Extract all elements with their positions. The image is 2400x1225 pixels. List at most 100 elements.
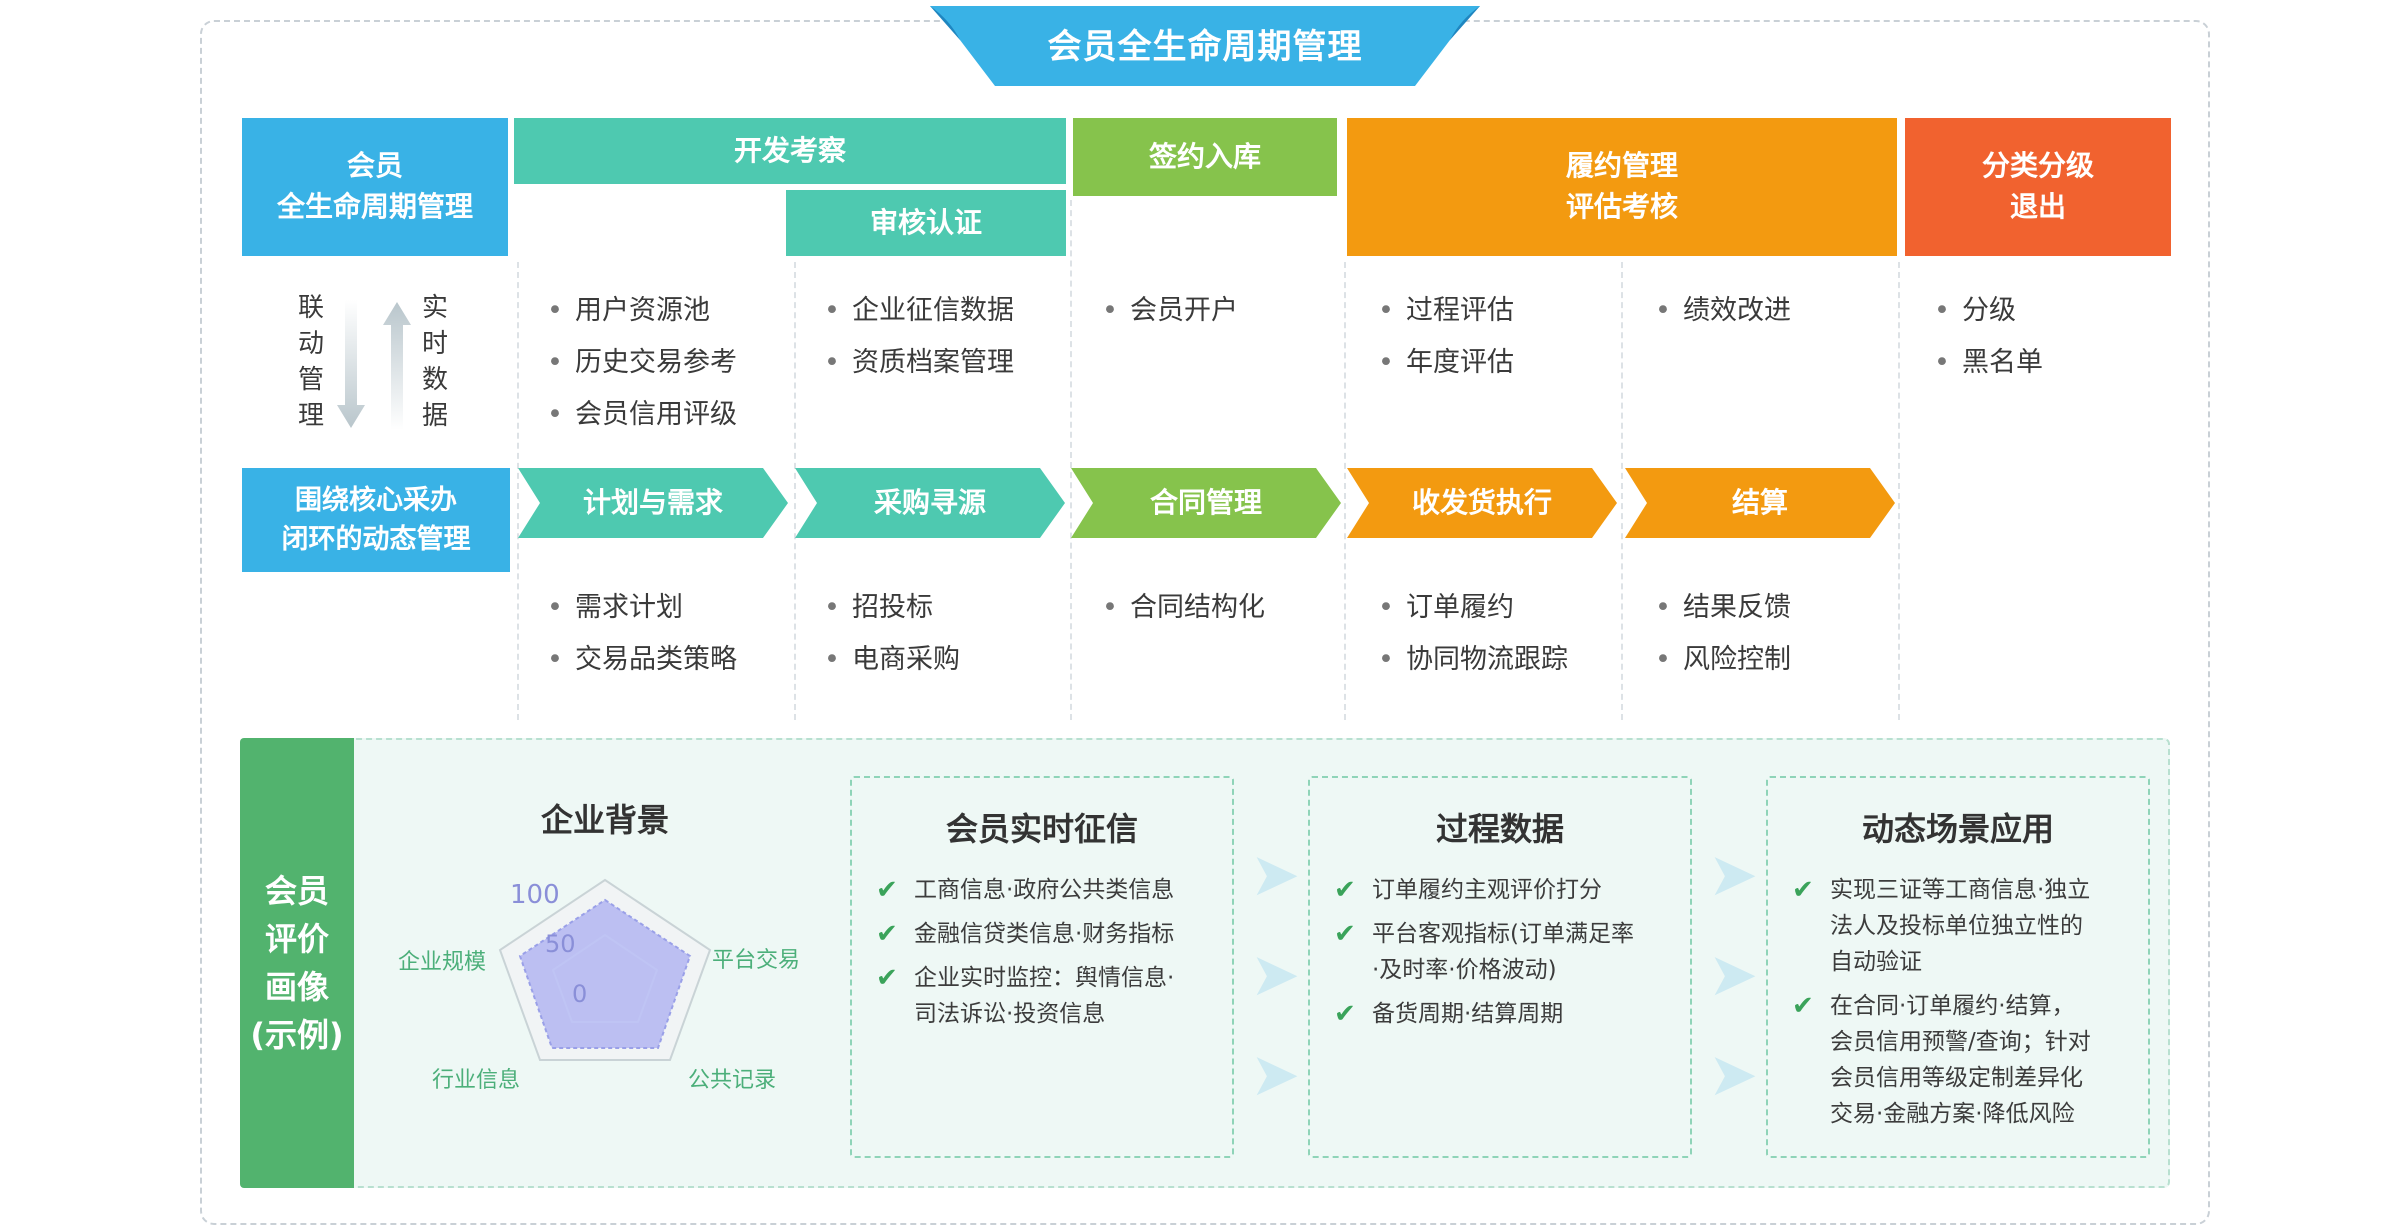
checklist: ✔实现三证等工商信息·独立 法人及投标单位独立性的 自动验证 ✔在合同·订单履约… bbox=[1790, 872, 2134, 1132]
column-divider bbox=[794, 262, 796, 720]
arrow-up-icon bbox=[383, 302, 411, 430]
check-icon: ✔ bbox=[1334, 919, 1356, 949]
flow-arrow-shape bbox=[518, 468, 788, 538]
list-item: 电商采购 bbox=[822, 634, 960, 686]
flow-arrow-shape bbox=[1347, 468, 1617, 538]
core-loop-box: 围绕核心采办 闭环的动态管理 bbox=[242, 468, 510, 572]
list-item: 企业征信数据 bbox=[822, 285, 1014, 337]
radar-axis-label: 企业规模 bbox=[398, 950, 487, 975]
check-icon: ✔ bbox=[1334, 999, 1356, 1029]
label-realtime-data: 实 时 数 据 bbox=[421, 293, 448, 431]
stage-lifecycle: 会员 全生命周期管理 bbox=[242, 118, 508, 256]
check-item: ✔企业实时监控：舆情信息· 司法诉讼·投资信息 bbox=[874, 960, 1218, 1032]
flow-arrow-shape bbox=[1071, 468, 1341, 538]
list-execution: 订单履约 协同物流跟踪 bbox=[1376, 582, 1568, 686]
list-item: 绩效改进 bbox=[1653, 285, 1791, 337]
list-item: 需求计划 bbox=[545, 582, 737, 634]
flow-step-label: 结算 bbox=[1731, 486, 1788, 519]
check-item: ✔金融信贷类信息·财务指标 bbox=[874, 916, 1218, 952]
list-item: 合同结构化 bbox=[1100, 582, 1265, 634]
list-item: 结果反馈 bbox=[1653, 582, 1791, 634]
radar-title: 企业背景 bbox=[540, 801, 669, 839]
radar-tick-0: 0 bbox=[572, 980, 588, 1008]
column-divider bbox=[1898, 262, 1900, 720]
radar-chart bbox=[498, 878, 712, 1061]
list-item: 黑名单 bbox=[1932, 337, 2043, 389]
list-exit: 分级 黑名单 bbox=[1932, 285, 2043, 389]
checklist: ✔订单履约主观评价打分 ✔平台客观指标(订单满足率 ·及时率·价格波动) ✔备货… bbox=[1332, 872, 1676, 1032]
column-divider bbox=[1070, 200, 1072, 720]
list-item: 会员信用评级 bbox=[545, 389, 737, 441]
page-title: 会员全生命周期管理 bbox=[1047, 27, 1363, 67]
check-icon: ✔ bbox=[1792, 875, 1814, 905]
list-signing: 会员开户 bbox=[1100, 285, 1238, 337]
chevron-right-icon: ➤ bbox=[1250, 940, 1301, 1010]
check-item: ✔备货周期·结算周期 bbox=[1332, 996, 1676, 1032]
flow-step-sourcing: 采购寻源 bbox=[795, 468, 1065, 538]
arrow-down-icon bbox=[337, 300, 365, 428]
list-item: 过程评估 bbox=[1376, 285, 1514, 337]
list-contract: 合同结构化 bbox=[1100, 582, 1265, 634]
check-icon: ✔ bbox=[876, 875, 898, 905]
card-process-data: 过程数据 ✔订单履约主观评价打分 ✔平台客观指标(订单满足率 ·及时率·价格波动… bbox=[1308, 776, 1692, 1158]
list-performance-b: 绩效改进 bbox=[1653, 285, 1791, 337]
flow-step-label: 合同管理 bbox=[1149, 486, 1262, 519]
list-performance-a: 过程评估 年度评估 bbox=[1376, 285, 1514, 389]
flow-step-label: 收发货执行 bbox=[1411, 486, 1552, 519]
list-item: 分级 bbox=[1932, 285, 2043, 337]
list-plan: 需求计划 交易品类策略 bbox=[545, 582, 737, 686]
check-icon: ✔ bbox=[876, 963, 898, 993]
radar-inner-pentagon bbox=[518, 898, 692, 1049]
list-sourcing: 招投标 电商采购 bbox=[822, 582, 960, 686]
check-item: ✔工商信息·政府公共类信息 bbox=[874, 872, 1218, 908]
radar-axis-label: 行业信息 bbox=[432, 1068, 521, 1093]
radar-tick-100: 100 bbox=[510, 880, 560, 910]
flow-step-plan: 计划与需求 bbox=[518, 468, 788, 538]
flow-step-label: 采购寻源 bbox=[873, 486, 986, 519]
label-linked-management: 联 动 管 理 bbox=[297, 293, 324, 431]
evaluation-side-label: 会员 评价 画像 (示例) bbox=[240, 738, 354, 1188]
stage-development: 开发考察 bbox=[514, 118, 1066, 184]
radar-mid-pentagon bbox=[551, 933, 659, 1023]
flow-step-settlement: 结算 bbox=[1625, 468, 1895, 538]
check-item: ✔订单履约主观评价打分 bbox=[1332, 872, 1676, 908]
list-item: 协同物流跟踪 bbox=[1376, 634, 1568, 686]
check-item: ✔实现三证等工商信息·独立 法人及投标单位独立性的 自动验证 bbox=[1790, 872, 2134, 980]
list-item: 风险控制 bbox=[1653, 634, 1791, 686]
list-item: 交易品类策略 bbox=[545, 634, 737, 686]
chevron-right-icon: ➤ bbox=[1250, 1040, 1301, 1110]
stage-signing: 签约入库 bbox=[1073, 118, 1337, 196]
check-icon: ✔ bbox=[876, 919, 898, 949]
list-audit: 企业征信数据 资质档案管理 bbox=[822, 285, 1014, 389]
check-icon: ✔ bbox=[1334, 875, 1356, 905]
card-title: 动态场景应用 bbox=[1861, 810, 2054, 848]
radar-axis-label: 平台交易 bbox=[712, 948, 801, 973]
column-divider bbox=[1621, 262, 1623, 720]
stage-audit: 审核认证 bbox=[786, 190, 1066, 256]
chevron-right-icon: ➤ bbox=[1708, 1040, 1759, 1110]
list-settlement: 结果反馈 风险控制 bbox=[1653, 582, 1791, 686]
check-icon: ✔ bbox=[1792, 991, 1814, 1021]
flow-arrow-shape bbox=[795, 468, 1065, 538]
list-development: 用户资源池 历史交易参考 会员信用评级 bbox=[545, 285, 737, 441]
card-dynamic-scenarios: 动态场景应用 ✔实现三证等工商信息·独立 法人及投标单位独立性的 自动验证 ✔在… bbox=[1766, 776, 2150, 1158]
check-item: ✔在合同·订单履约·结算， 会员信用预警/查询；针对 会员信用等级定制差异化 交… bbox=[1790, 988, 2134, 1132]
list-item: 招投标 bbox=[822, 582, 960, 634]
column-divider bbox=[1344, 262, 1346, 720]
flow-step-label: 计划与需求 bbox=[582, 486, 723, 519]
list-item: 资质档案管理 bbox=[822, 337, 1014, 389]
chevron-right-icon: ➤ bbox=[1708, 940, 1759, 1010]
list-item: 用户资源池 bbox=[545, 285, 737, 337]
card-title: 会员实时征信 bbox=[945, 810, 1138, 848]
flow-step-delivery: 收发货执行 bbox=[1347, 468, 1617, 538]
card-realtime-credit: 会员实时征信 ✔工商信息·政府公共类信息 ✔金融信贷类信息·财务指标 ✔企业实时… bbox=[850, 776, 1234, 1158]
card-title: 过程数据 bbox=[1435, 810, 1564, 848]
stage-exit: 分类分级 退出 bbox=[1905, 118, 2171, 256]
list-item: 会员开户 bbox=[1100, 285, 1238, 337]
chevron-right-icon: ➤ bbox=[1708, 840, 1759, 910]
radar-axis-label: 公共记录 bbox=[688, 1068, 777, 1093]
flow-arrow-shape bbox=[1625, 468, 1895, 538]
chevron-right-icon: ➤ bbox=[1250, 840, 1301, 910]
stage-performance: 履约管理 评估考核 bbox=[1347, 118, 1897, 256]
column-divider bbox=[517, 262, 519, 720]
